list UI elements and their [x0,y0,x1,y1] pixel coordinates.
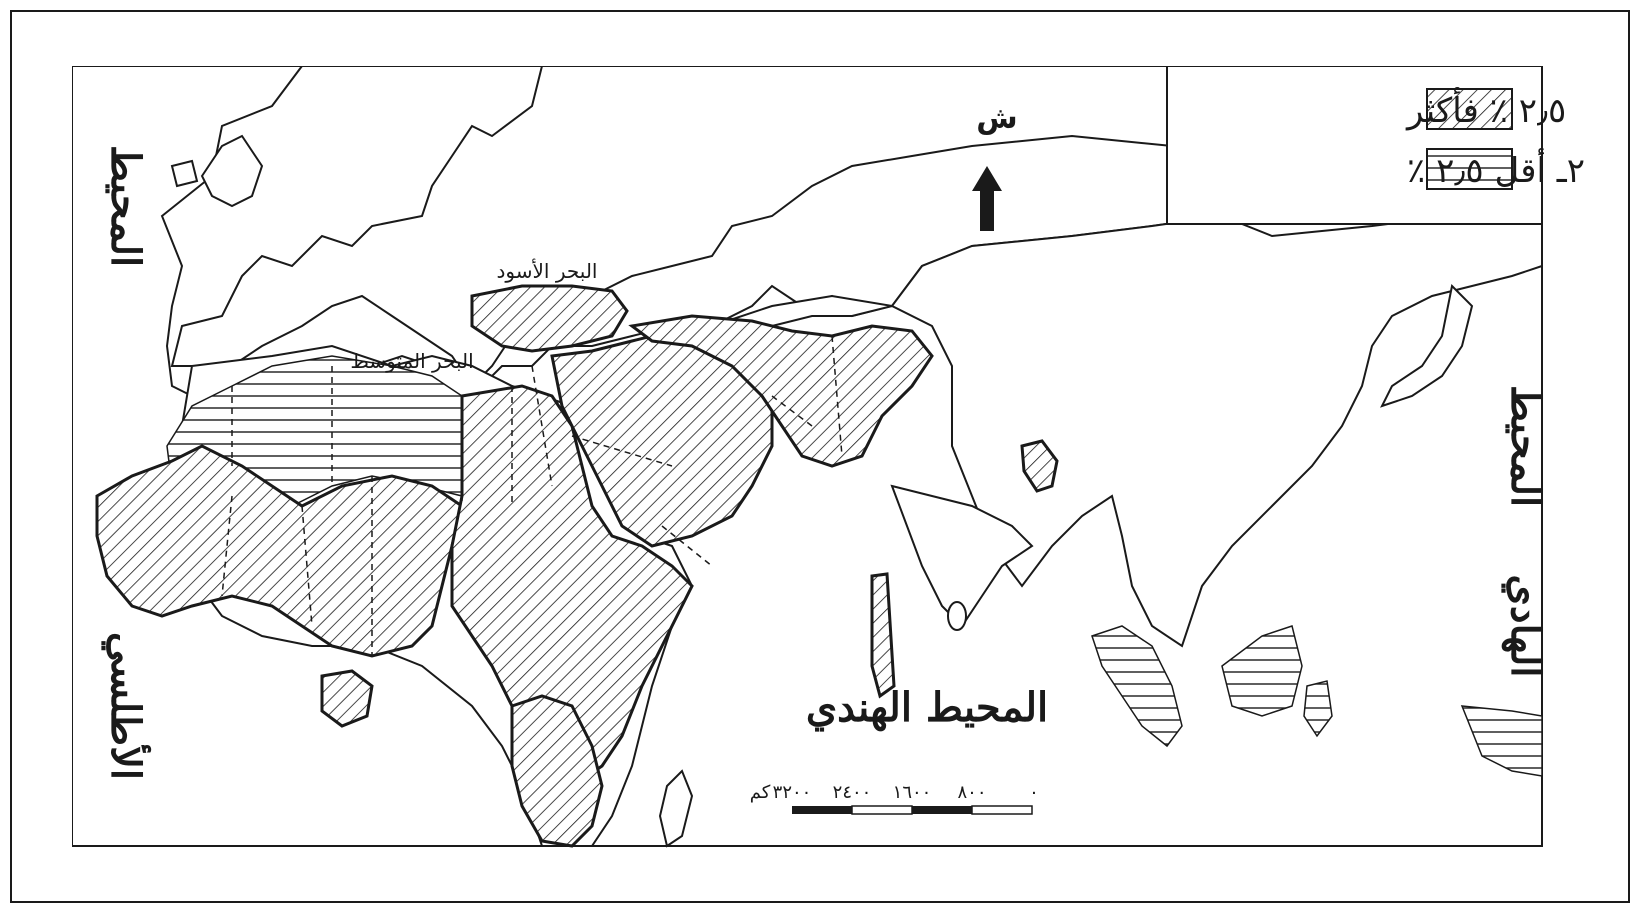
madagascar [658,769,694,848]
label-black-sea: البحر الأسود [497,259,598,283]
region-turkey [470,284,629,353]
region-new-guinea-west [1460,705,1543,777]
map-canvas: ٢٫٥ ٪ فأكثر ٢ـ أقل ٢٫٥ ٪ ش المحيط الأطلس… [72,66,1585,848]
japan-islands [1380,283,1474,408]
scale-tick-0: ٠ [1029,782,1039,803]
scale-tick-1: ٨٠٠ [957,782,986,803]
legend-swatch-diagonal [1426,88,1513,130]
india-peninsula [890,484,1034,628]
legend-label-low: ٢ـ أقل ٢٫٥ ٪ [1407,148,1585,191]
label-atlantic-bottom: الأطلسي [101,632,152,780]
region-west-africa [95,444,464,658]
region-southeast-africa [510,694,604,848]
scale-tick-3: ٢٤٠٠ [833,782,872,803]
map-frame: ٢٫٥ ٪ فأكثر ٢ـ أقل ٢٫٥ ٪ ش المحيط الأطلس… [10,10,1630,903]
region-iran-pakistan [628,314,934,468]
region-malaysia-sumatra [1091,625,1183,748]
label-atlantic-top: المحيط [102,145,149,267]
region-maldives [870,572,896,699]
british-isles [170,134,264,208]
north-arrow-icon [972,166,1002,231]
label-mediterranean: البحر المتوسط [350,349,473,373]
legend-swatch-horizontal [1426,148,1513,190]
legend: ٢٫٥ ٪ فأكثر ٢ـ أقل ٢٫٥ ٪ [1166,66,1585,225]
label-pacific-bottom: الهادي [1501,574,1549,677]
country-borders [221,335,843,656]
scale-unit: كم [750,782,771,803]
region-sulawesi [1303,680,1333,738]
label-indian-ocean: المحيط الهندي [806,684,1048,732]
north-label: ش [976,101,1017,136]
scale-tick-4: ٣٢٠٠ [773,782,812,803]
asia-landmass [711,194,1543,648]
scale-tick-2: ١٦٠٠ [893,782,932,803]
sri-lanka [947,601,967,631]
region-central-africa-coast [320,669,374,728]
legend-label-high: ٢٫٥ ٪ فأكثر [1405,87,1566,131]
scale-bar: ٠ ٨٠٠ ١٦٠٠ ٢٤٠٠ ٣٢٠٠ كم [750,782,1039,815]
region-borneo [1221,625,1303,717]
region-bangladesh [1020,439,1059,493]
label-pacific-top: المحيط [1502,385,1549,507]
north-arrow: ش [972,101,1018,231]
